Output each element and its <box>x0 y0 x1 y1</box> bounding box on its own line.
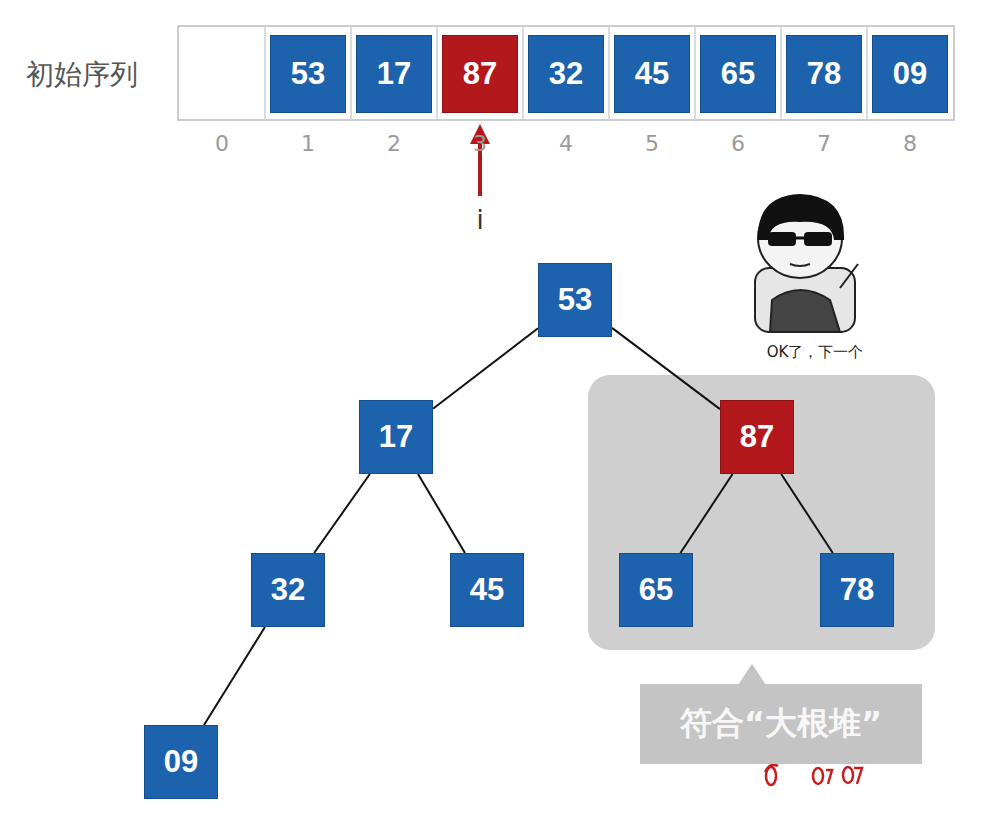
array-dividers <box>265 26 867 120</box>
index-number: 2 <box>387 131 401 156</box>
tree-node: 17 <box>359 400 433 474</box>
node-value: 17 <box>377 56 411 92</box>
highlight-region <box>588 375 935 650</box>
tree-node: 65 <box>619 553 693 627</box>
array-cell: 32 <box>528 35 604 113</box>
pointer-label: i <box>476 205 483 235</box>
tree-edge <box>612 328 720 409</box>
array-frame <box>178 26 954 120</box>
callout-box: 符合“大根堆” <box>640 684 922 764</box>
tree-node: 09 <box>144 725 218 799</box>
tree-edge <box>433 328 538 408</box>
handwritten-marks <box>765 765 862 785</box>
tree-node: 53 <box>538 263 612 337</box>
node-value: 09 <box>164 744 198 780</box>
array-cell: 45 <box>614 35 690 113</box>
index-number: 8 <box>903 131 917 156</box>
node-value: 53 <box>558 282 592 318</box>
index-number: 4 <box>559 131 573 156</box>
node-value: 32 <box>271 572 305 608</box>
callout-pointer <box>738 664 766 685</box>
speech-text: OK了，下一个 <box>767 343 864 362</box>
index-number: 0 <box>215 131 229 156</box>
tree-node: 32 <box>251 553 325 627</box>
index-number: 5 <box>645 131 659 156</box>
tree-edge <box>314 474 370 553</box>
tree-edge <box>680 474 732 553</box>
tree-edge <box>204 627 265 725</box>
node-value: 87 <box>463 56 497 92</box>
index-number: 3 <box>473 131 487 156</box>
node-value: 45 <box>635 56 669 92</box>
array-cell: 17 <box>356 35 432 113</box>
array-cell: 53 <box>270 35 346 113</box>
node-value: 09 <box>893 56 927 92</box>
index-number: 1 <box>301 131 315 156</box>
tree-edge <box>781 474 833 553</box>
tree-node: 87 <box>720 400 794 474</box>
tree-node: 78 <box>820 553 894 627</box>
array-cell: 09 <box>872 35 948 113</box>
tree-edge <box>418 474 465 553</box>
callout-text: 符合“大根堆” <box>680 702 882 746</box>
node-value: 87 <box>740 419 774 455</box>
node-value: 32 <box>549 56 583 92</box>
node-value: 17 <box>379 419 413 455</box>
node-value: 78 <box>807 56 841 92</box>
node-value: 65 <box>721 56 755 92</box>
node-value: 65 <box>639 572 673 608</box>
index-number: 7 <box>817 131 831 156</box>
row-title: 初始序列 <box>26 56 138 94</box>
index-number: 6 <box>731 131 745 156</box>
node-value: 45 <box>470 572 504 608</box>
tree-node: 45 <box>450 553 524 627</box>
array-cell: 78 <box>786 35 862 113</box>
node-value: 53 <box>291 56 325 92</box>
node-value: 78 <box>840 572 874 608</box>
array-cell: 65 <box>700 35 776 113</box>
cartoon-figure <box>755 194 858 332</box>
array-cell: 87 <box>442 35 518 113</box>
